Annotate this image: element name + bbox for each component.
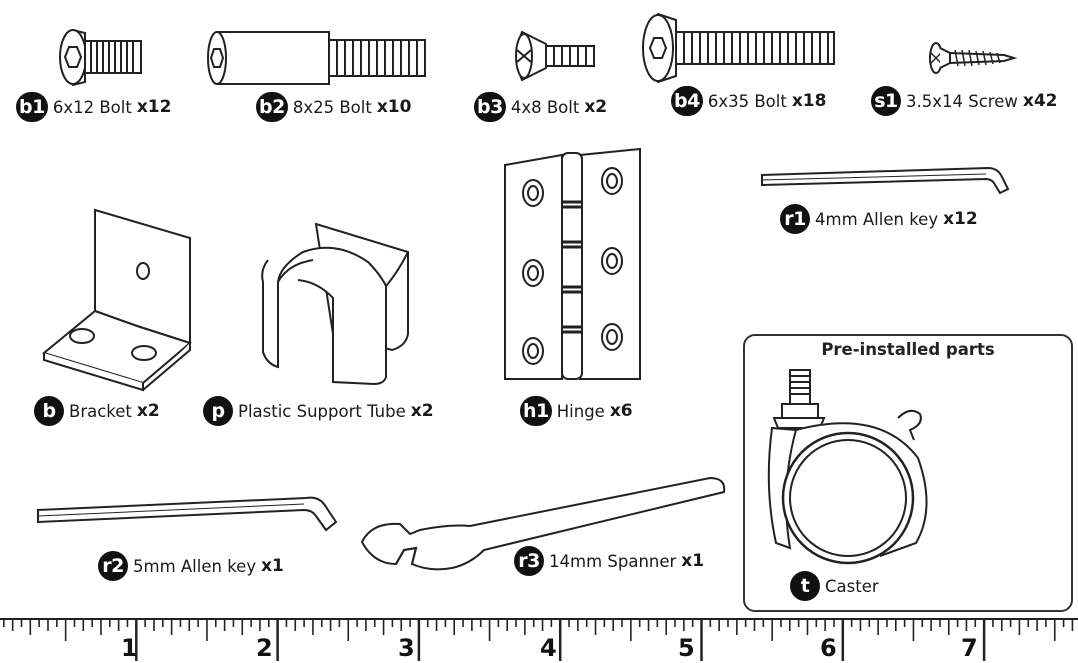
r3-qty: x1 — [681, 551, 705, 571]
b3-name: 4x8 Bolt — [510, 97, 580, 117]
ruler-number-4: 4 — [540, 634, 557, 662]
b3-badge: b3 — [474, 92, 506, 122]
b3-qty: x2 — [584, 97, 608, 117]
r1-badge: r1 — [780, 204, 810, 234]
b2-qty: x10 — [376, 97, 412, 117]
b1-name: 6x12 Bolt — [52, 97, 132, 117]
r2-badge: r2 — [98, 551, 128, 581]
ruler-number-3: 3 — [398, 634, 415, 662]
preinstalled-parts-title: Pre-installed parts — [821, 340, 995, 359]
s1-label: s1 3.5x14 Screw x42 — [871, 86, 1057, 116]
bracket-badge: b — [34, 396, 64, 426]
r3-spanner-illustration — [360, 476, 726, 571]
plastic-support-tube-illustration — [261, 222, 409, 386]
b1-bolt-illustration — [59, 28, 142, 87]
b4-name: 6x35 Bolt — [707, 91, 787, 111]
caster-label: t Caster — [790, 571, 879, 601]
ruler — [0, 618, 1078, 661]
caster-illustration — [767, 369, 928, 565]
hinge-badge: h1 — [520, 396, 552, 426]
ruler-number-2: 2 — [256, 634, 273, 662]
b1-label: b1 6x12 Bolt x12 — [16, 92, 171, 122]
b4-badge: b4 — [671, 86, 703, 116]
bracket-name: Bracket — [69, 401, 132, 421]
ruler-number-1: 1 — [121, 634, 138, 662]
b2-bolt-illustration — [207, 31, 426, 85]
b4-bolt-illustration — [642, 12, 835, 84]
s1-screw-illustration — [929, 42, 1018, 74]
ruler-number-6: 6 — [820, 634, 837, 662]
bracket-qty: x2 — [136, 401, 160, 421]
r1-allen-key-illustration — [761, 166, 1010, 195]
b4-qty: x18 — [791, 91, 827, 111]
ruler-number-7: 7 — [961, 634, 978, 662]
b3-bolt-illustration — [515, 30, 595, 82]
b1-qty: x12 — [136, 97, 172, 117]
r1-label: r1 4mm Allen key x12 — [780, 204, 978, 234]
hinge-label: h1 Hinge x6 — [520, 396, 633, 426]
s1-name: 3.5x14 Screw — [906, 91, 1018, 111]
s1-qty: x42 — [1022, 91, 1058, 111]
plastic-support-tube-name: Plastic Support Tube — [238, 401, 406, 421]
r2-label: r2 5mm Allen key x1 — [98, 551, 284, 581]
b3-label: b3 4x8 Bolt x2 — [474, 92, 607, 122]
bracket-illustration — [41, 208, 193, 392]
ruler-number-5: 5 — [678, 634, 695, 662]
r3-label: r3 14mm Spanner x1 — [514, 546, 704, 576]
hinge-name: Hinge — [556, 401, 605, 421]
r2-allen-key-illustration — [37, 496, 338, 532]
caster-badge: t — [790, 571, 820, 601]
r2-name: 5mm Allen key — [133, 556, 257, 576]
b2-label: b2 8x25 Bolt x10 — [256, 92, 411, 122]
bracket-label: b Bracket x2 — [34, 396, 160, 426]
b1-badge: b1 — [16, 92, 48, 122]
hinge-qty: x6 — [609, 401, 633, 421]
r1-name: 4mm Allen key — [815, 209, 939, 229]
b4-label: b4 6x35 Bolt x18 — [671, 86, 826, 116]
s1-badge: s1 — [871, 86, 901, 116]
r3-badge: r3 — [514, 546, 544, 576]
r2-qty: x1 — [261, 556, 284, 576]
r3-name: 14mm Spanner — [549, 551, 677, 571]
plastic-support-tube-badge: p — [203, 396, 233, 426]
plastic-support-tube-qty: x2 — [410, 401, 434, 421]
plastic-support-tube-label: p Plastic Support Tube x2 — [203, 396, 434, 426]
b2-name: 8x25 Bolt — [292, 97, 372, 117]
r1-qty: x12 — [943, 209, 978, 229]
preinstalled-parts-box: Pre-installed parts — [743, 334, 1073, 612]
caster-name: Caster — [825, 576, 879, 596]
hinge-illustration — [504, 147, 641, 380]
b2-badge: b2 — [256, 92, 288, 122]
